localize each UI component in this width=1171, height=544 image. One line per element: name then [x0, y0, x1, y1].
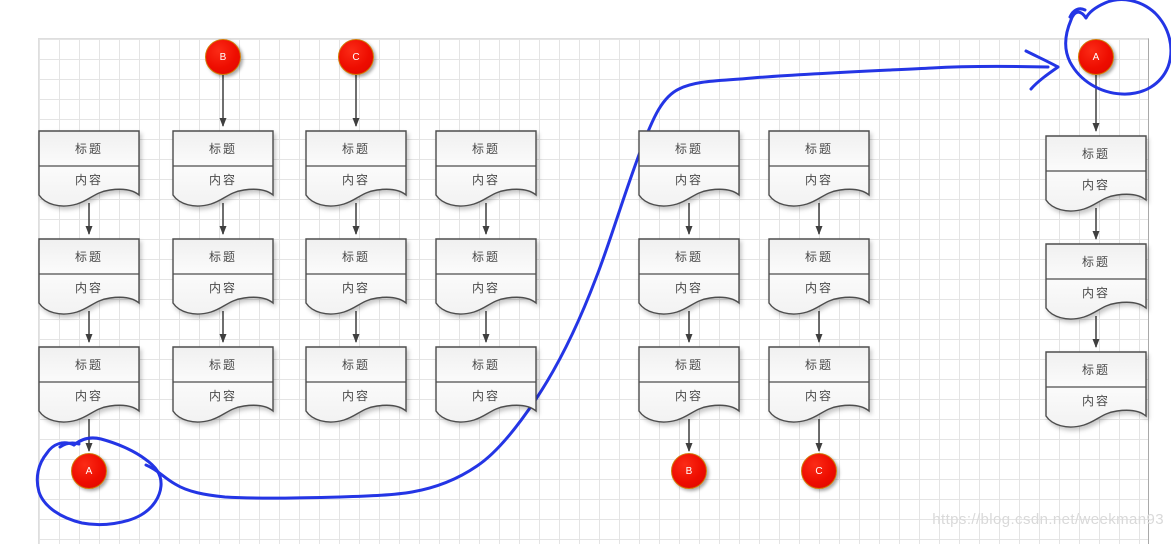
card-content: 内容 — [471, 173, 500, 187]
flow-card[interactable]: 标题内容 — [1044, 242, 1148, 324]
document-shape — [305, 130, 407, 207]
card-title: 标题 — [804, 249, 833, 264]
card-content: 内容 — [341, 281, 370, 295]
card-content: 内容 — [208, 281, 237, 295]
card-title: 标题 — [341, 141, 370, 156]
flow-card[interactable]: 标题内容 — [1044, 134, 1148, 216]
watermark: https://blog.csdn.net/weekman93 — [932, 511, 1164, 528]
connector-letter: A — [85, 465, 93, 477]
flow-card[interactable]: 标题内容 — [767, 129, 871, 211]
flow-card[interactable]: 标题内容 — [304, 129, 408, 211]
flow-card[interactable]: 标题内容 — [1044, 350, 1148, 432]
flow-card[interactable]: 标题内容 — [171, 237, 275, 319]
document-shape — [172, 238, 274, 315]
flow-card[interactable]: 标题内容 — [171, 129, 275, 211]
flow-card[interactable]: 标题内容 — [37, 237, 141, 319]
card-title: 标题 — [471, 141, 500, 156]
document-shape — [638, 346, 740, 423]
card-title: 标题 — [341, 249, 370, 264]
flow-card[interactable]: 标题内容 — [37, 345, 141, 427]
connector-letter: C — [352, 51, 360, 63]
document-shape — [435, 238, 537, 315]
card-content: 内容 — [208, 389, 237, 403]
document-shape — [1045, 135, 1147, 212]
card-title: 标题 — [1081, 254, 1110, 269]
card-title: 标题 — [1081, 362, 1110, 377]
document-shape — [1045, 351, 1147, 428]
flow-card[interactable]: 标题内容 — [637, 345, 741, 427]
document-shape — [305, 346, 407, 423]
connector-circle-c[interactable]: C — [338, 39, 374, 75]
card-title: 标题 — [804, 141, 833, 156]
card-title: 标题 — [74, 357, 103, 372]
card-title: 标题 — [674, 141, 703, 156]
flow-card[interactable]: 标题内容 — [434, 129, 538, 211]
card-content: 内容 — [74, 281, 103, 295]
connector-circle-c[interactable]: C — [801, 453, 837, 489]
document-shape — [768, 130, 870, 207]
card-title: 标题 — [74, 249, 103, 264]
flow-card[interactable]: 标题内容 — [637, 129, 741, 211]
document-shape — [768, 238, 870, 315]
document-shape — [638, 238, 740, 315]
card-title: 标题 — [674, 357, 703, 372]
document-shape — [1045, 243, 1147, 320]
card-title: 标题 — [804, 357, 833, 372]
card-title: 标题 — [1081, 146, 1110, 161]
card-content: 内容 — [341, 389, 370, 403]
flow-card[interactable]: 标题内容 — [434, 237, 538, 319]
connector-circle-a[interactable]: A — [71, 453, 107, 489]
connector-letter: B — [219, 51, 227, 63]
flow-card[interactable]: 标题内容 — [637, 237, 741, 319]
card-content: 内容 — [804, 173, 833, 187]
card-content: 内容 — [1081, 286, 1110, 300]
document-shape — [305, 238, 407, 315]
card-title: 标题 — [208, 357, 237, 372]
document-shape — [172, 130, 274, 207]
card-title: 标题 — [674, 249, 703, 264]
document-shape — [435, 130, 537, 207]
flow-card[interactable]: 标题内容 — [767, 237, 871, 319]
card-content: 内容 — [74, 389, 103, 403]
card-content: 内容 — [804, 281, 833, 295]
document-shape — [38, 346, 140, 423]
flow-card[interactable]: 标题内容 — [767, 345, 871, 427]
card-title: 标题 — [74, 141, 103, 156]
document-shape — [38, 130, 140, 207]
card-content: 内容 — [1081, 394, 1110, 408]
connector-letter: B — [685, 465, 693, 477]
card-content: 内容 — [674, 389, 703, 403]
connector-circle-b[interactable]: B — [205, 39, 241, 75]
connector-letter: A — [1092, 51, 1100, 63]
connector-letter: C — [815, 465, 823, 477]
card-title: 标题 — [471, 249, 500, 264]
card-title: 标题 — [471, 357, 500, 372]
card-content: 内容 — [674, 281, 703, 295]
card-title: 标题 — [341, 357, 370, 372]
flow-card[interactable]: 标题内容 — [304, 237, 408, 319]
document-shape — [172, 346, 274, 423]
card-title: 标题 — [208, 141, 237, 156]
card-content: 内容 — [471, 281, 500, 295]
card-content: 内容 — [804, 389, 833, 403]
connector-circle-b[interactable]: B — [671, 453, 707, 489]
card-content: 内容 — [471, 389, 500, 403]
card-content: 内容 — [208, 173, 237, 187]
flow-card[interactable]: 标题内容 — [304, 345, 408, 427]
card-title: 标题 — [208, 249, 237, 264]
document-shape — [38, 238, 140, 315]
document-shape — [638, 130, 740, 207]
card-content: 内容 — [1081, 178, 1110, 192]
card-content: 内容 — [674, 173, 703, 187]
card-content: 内容 — [74, 173, 103, 187]
document-shape — [435, 346, 537, 423]
flow-card[interactable]: 标题内容 — [434, 345, 538, 427]
document-shape — [768, 346, 870, 423]
flow-card[interactable]: 标题内容 — [37, 129, 141, 211]
card-content: 内容 — [341, 173, 370, 187]
flow-card[interactable]: 标题内容 — [171, 345, 275, 427]
connector-circle-a[interactable]: A — [1078, 39, 1114, 75]
